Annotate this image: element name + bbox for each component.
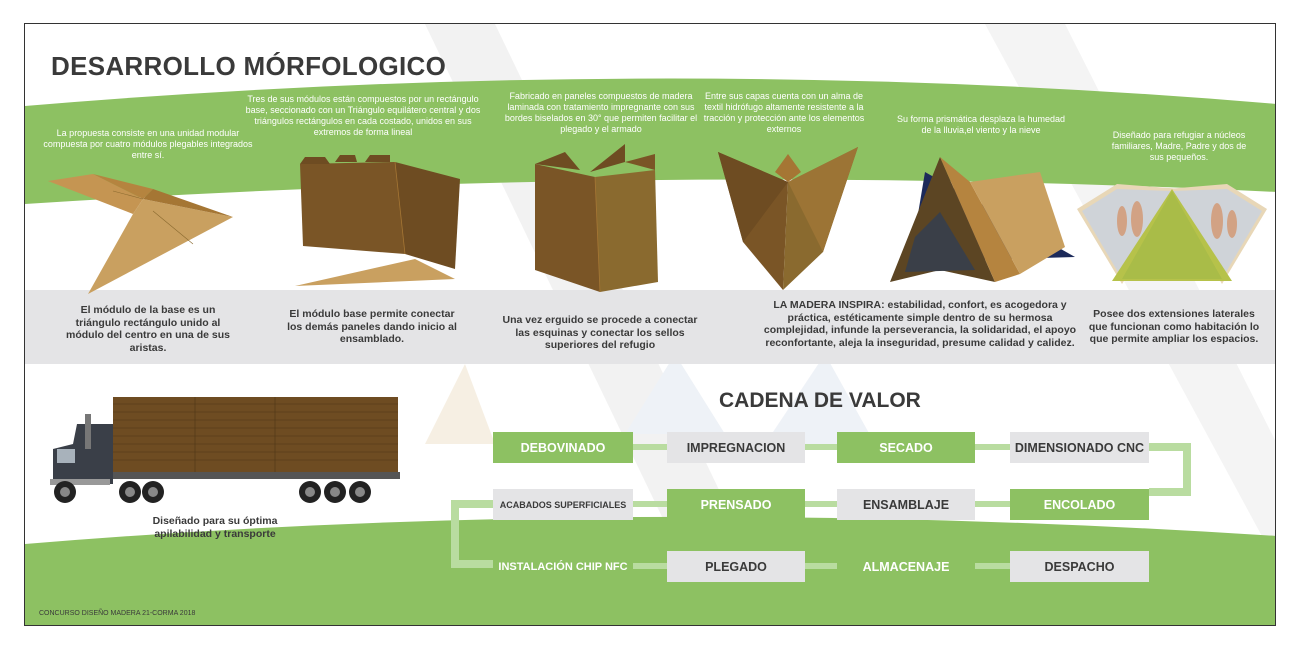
step-dimensionado-cnc: DIMENSIONADO CNC [1010,432,1149,463]
footer-text: CONCURSO DISEÑO MADERA 21-CORMA 2018 [39,610,196,617]
value-chain-title: CADENA DE VALOR [719,389,921,412]
caption-1: La propuesta consiste en una unidad modu… [43,128,253,160]
description-2: El módulo base permite conectar los demá… [287,308,457,345]
step-impregnacion: IMPREGNACION [667,432,805,463]
truck-caption: Diseñado para su óptima apilabilidad y t… [152,515,278,540]
caption-4: Entre sus capas cuenta con un alma de te… [703,91,865,134]
step-despacho: DESPACHO [1010,551,1149,582]
step-almacenaje: ALMACENAJE [837,551,975,582]
description-5: Posee dos extensiones laterales que func… [1088,308,1260,345]
module-illustration-erected [535,144,658,292]
module-illustration-base [295,155,460,286]
madera-text: estabilidad, confort, es acogedora y prá… [763,299,1077,349]
step-secado: SECADO [837,432,975,463]
caption-2: Tres de sus módulos están compuestos por… [245,94,481,137]
madera-label: LA MADERA INSPIRA: [773,299,885,311]
step-instalacion-chip-nfc: INSTALACIÓN CHIP NFC [493,551,633,582]
step-ensamblaje: ENSAMBLAJE [837,489,975,520]
module-illustration-tent [890,157,1075,282]
description-1: El módulo de la base es un triángulo rec… [66,304,230,354]
page-title: DESARROLLO MÓRFOLOGICO [51,51,447,81]
step-debovinado: DEBOVINADO [493,432,633,463]
poster-board: DESARROLLO MÓRFOLOGICO La propuesta cons… [24,23,1276,626]
step-prensado: PRENSADO [667,489,805,520]
step-acabados-superficiales: ACABADOS SUPERFICIALES [493,489,633,520]
module-illustration-family [1077,184,1267,284]
step-encolado: ENCOLADO [1010,489,1149,520]
truck-illustration [50,397,400,503]
caption-3: Fabricado en paneles compuestos de mader… [504,91,698,134]
description-4: LA MADERA INSPIRA: estabilidad, confort,… [755,299,1085,349]
module-illustration-open [718,147,858,290]
description-3: Una vez erguido se procede a conectar la… [502,314,698,351]
module-illustration-flat [48,174,233,294]
step-plegado: PLEGADO [667,551,805,582]
caption-6: Diseñado para refugiar a núcleos familia… [1111,130,1247,162]
caption-5: Su forma prismática desplaza la humedad … [896,114,1066,135]
